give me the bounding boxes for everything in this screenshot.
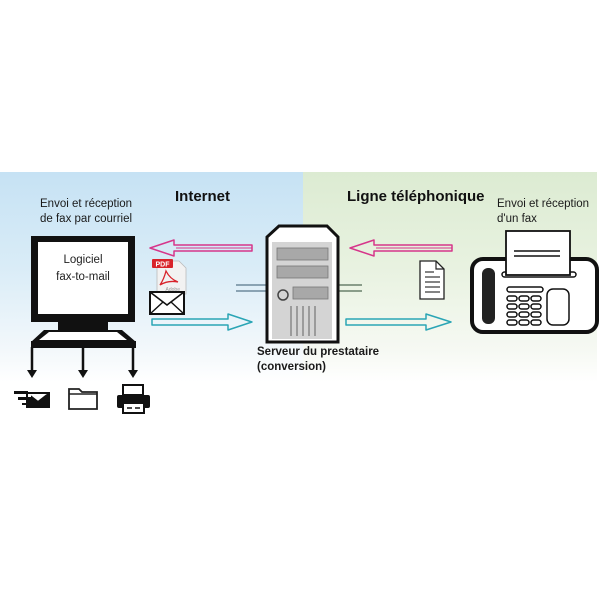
server-icon [265, 224, 340, 344]
server-connection-lines [236, 284, 362, 292]
screen-text-line2: fax-to-mail [56, 271, 110, 283]
envelope-icon [149, 291, 185, 315]
screen-text-line1: Logiciel [64, 254, 103, 266]
outgoing-arrow-phone [345, 313, 452, 331]
computer-icon [27, 236, 138, 378]
folder-icon [68, 388, 98, 410]
printer-icon [117, 384, 150, 414]
pdf-document-icon: PDF Adobe [152, 259, 187, 295]
internet-title: Internet [175, 188, 231, 205]
fax-document-icon [419, 260, 445, 300]
email-fax-caption: Envoi et réception de fax par courriel [40, 198, 133, 225]
incoming-arrow-phone [349, 239, 453, 257]
fax-caption: Envoi et réception d'un fax [497, 198, 590, 225]
fax-machine-icon [470, 230, 599, 334]
incoming-arrow-internet [149, 239, 253, 257]
svg-text:Adobe: Adobe [166, 287, 181, 293]
svg-text:PDF: PDF [156, 262, 171, 269]
server-caption: Serveur du prestataire (conversion) [257, 346, 380, 373]
phone-line-title: Ligne téléphonique [347, 188, 485, 205]
outgoing-arrow-internet [151, 313, 253, 331]
email-output-icon [14, 391, 50, 408]
